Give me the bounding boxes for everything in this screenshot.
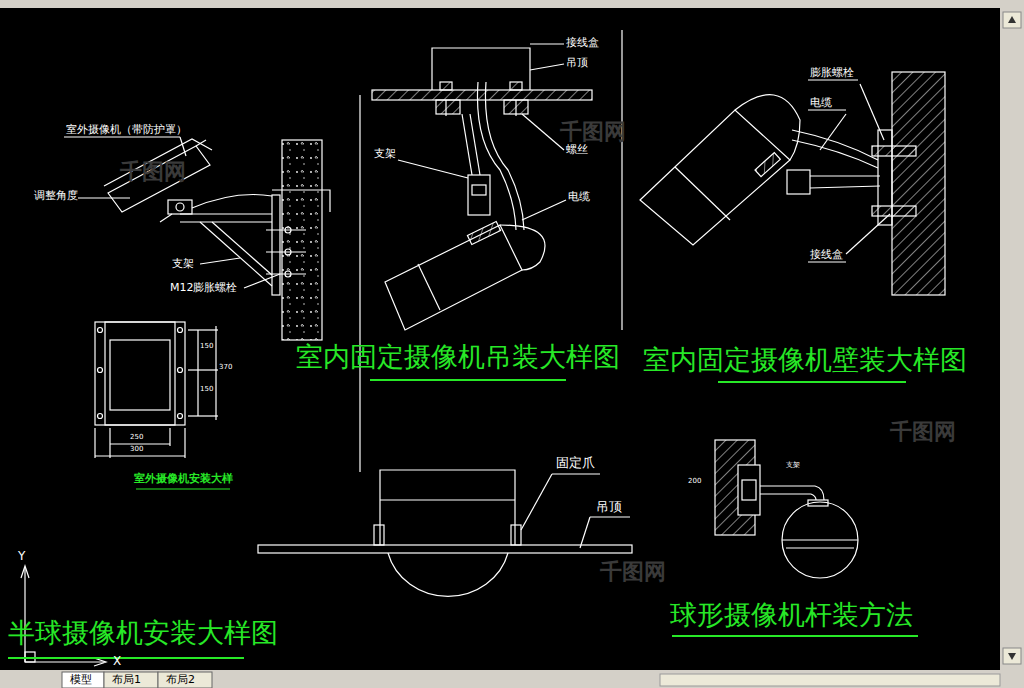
watermark: 千图网 — [560, 120, 626, 144]
drawing-title: 室内固定摄像机壁装大样图 — [643, 345, 967, 375]
dimension: 370 — [219, 364, 232, 372]
watermark: 千图网 — [890, 420, 956, 444]
pole-dome-camera — [715, 440, 858, 578]
layout-tab: 布局2 — [166, 674, 195, 686]
part-label: 支架 — [374, 148, 396, 160]
wall-camera — [640, 72, 945, 295]
dimension: 250 — [130, 434, 143, 442]
axis-label: X — [113, 655, 121, 668]
ucs-icon — [21, 566, 106, 666]
part-label: 螺丝 — [566, 144, 588, 156]
dimension: 300 — [130, 446, 143, 454]
layout-tab: 模型 — [70, 674, 92, 686]
part-label: 吊顶 — [596, 500, 622, 514]
part-label: 支架 — [786, 462, 800, 470]
part-label: M12膨胀螺栓 — [170, 282, 238, 294]
part-label: 膨胀螺栓 — [810, 67, 854, 79]
part-label: 接线盒 — [566, 37, 599, 49]
part-label: 支架 — [172, 258, 194, 270]
part-label: 电缆 — [568, 191, 590, 203]
part-label: 固定爪 — [556, 456, 595, 470]
axis-label: Y — [18, 550, 25, 563]
dimension: 150 — [200, 386, 213, 394]
drawing-caption: 室外摄像机安装大样 — [134, 473, 233, 485]
part-label: 电缆 — [810, 97, 832, 109]
title-underlines — [8, 380, 918, 658]
part-label: 接线盒 — [810, 249, 843, 261]
part-label: 吊顶 — [566, 57, 588, 69]
ceiling-camera — [372, 44, 592, 330]
drawing-title: 室内固定摄像机吊装大样图 — [296, 342, 620, 372]
watermark: 千图网 — [120, 160, 186, 184]
dimension: 150 — [200, 343, 213, 351]
dimension: 200 — [688, 478, 701, 486]
part-label: 室外摄像机（带防护罩） — [66, 124, 187, 136]
drawing-title: 球形摄像机杆装方法 — [670, 600, 913, 630]
part-label: 调整角度 — [34, 190, 78, 202]
outdoor-camera — [64, 137, 330, 458]
drawing-title: 半球摄像机安装大样图 — [8, 618, 278, 648]
layout-tab: 布局1 — [112, 674, 141, 686]
dome-camera — [258, 470, 632, 596]
watermark: 千图网 — [600, 560, 666, 584]
